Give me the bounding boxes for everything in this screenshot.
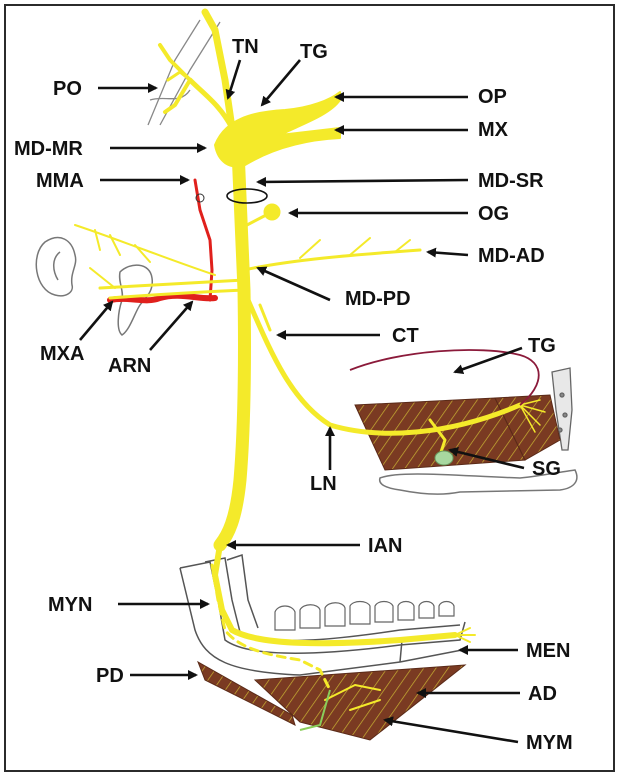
label-mym: MYM [526, 732, 573, 754]
label-mx: MX [478, 119, 509, 141]
label-op: OP [478, 86, 507, 108]
label-po: PO [53, 78, 82, 100]
label-tg-tongue: TG [528, 335, 556, 357]
label-pd: PD [96, 665, 124, 687]
label-ian: IAN [368, 535, 402, 557]
label-md-mr: MD-MR [14, 138, 83, 160]
teeth [275, 602, 454, 631]
label-mxa: MXA [40, 343, 84, 365]
label-arn: ARN [108, 355, 151, 377]
label-ln: LN [310, 473, 337, 495]
label-tn: TN [232, 36, 259, 58]
label-md-ad: MD-AD [478, 245, 545, 267]
submandibular-ganglion [435, 451, 453, 465]
label-md-pd: MD-PD [345, 288, 411, 310]
label-mma: MMA [36, 170, 84, 192]
label-myn: MYN [48, 594, 92, 616]
label-tg-ganglion: TG [300, 41, 328, 63]
label-md-sr: MD-SR [478, 170, 544, 192]
ear-outline [36, 238, 75, 296]
label-ct: CT [392, 325, 419, 347]
label-sg: SG [532, 458, 561, 480]
md-sr-ring [227, 189, 267, 203]
label-og: OG [478, 203, 509, 225]
label-men: MEN [526, 640, 570, 662]
label-ad: AD [528, 683, 557, 705]
